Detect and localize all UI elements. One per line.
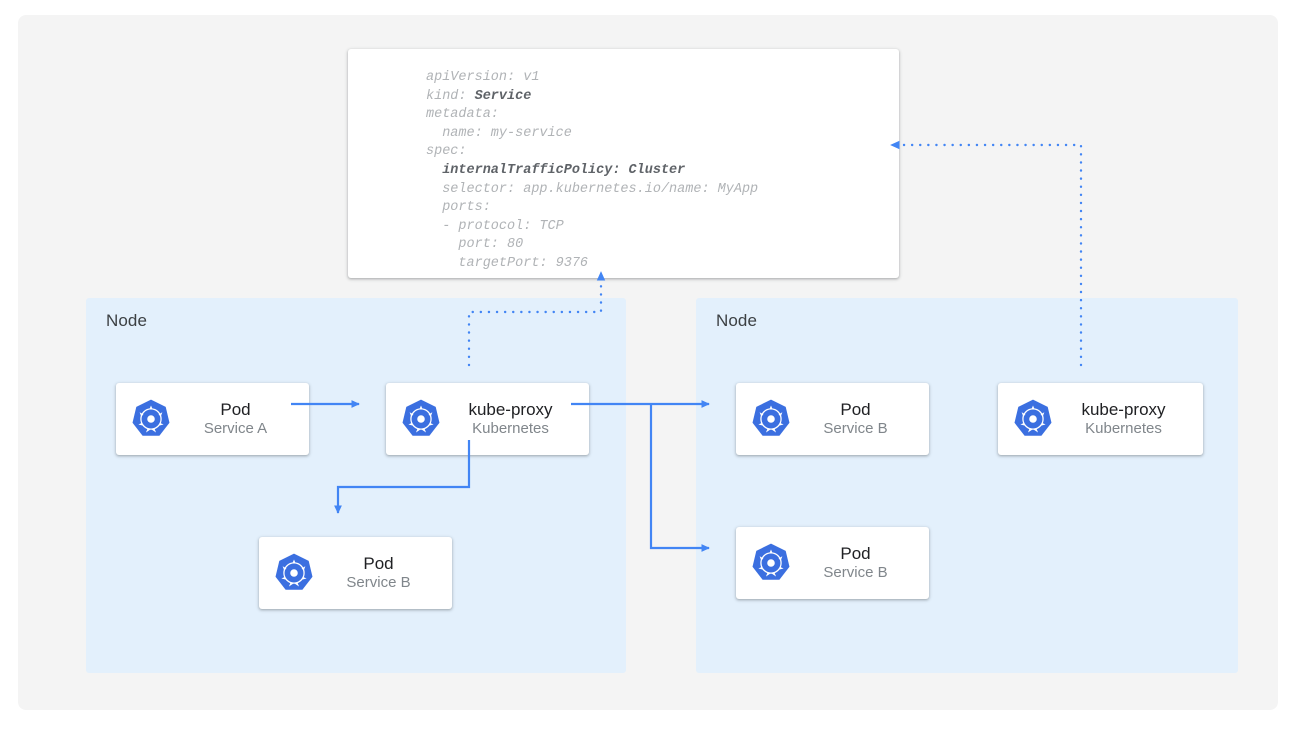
service-manifest-card: apiVersion: v1 kind: Service metadata: n… <box>348 49 899 278</box>
card-pod-service-b-right-2[interactable]: Pod Service B <box>736 527 929 599</box>
card-title: Pod <box>363 554 394 574</box>
card-pod-service-a[interactable]: Pod Service A <box>116 383 309 455</box>
kubernetes-logo-icon <box>750 542 792 584</box>
service-manifest-code: apiVersion: v1 kind: Service metadata: n… <box>426 70 759 271</box>
card-pod-service-b-right-1[interactable]: Pod Service B <box>736 383 929 455</box>
card-subtitle: Service B <box>346 574 411 592</box>
card-kube-proxy-right[interactable]: kube-proxy Kubernetes <box>998 383 1203 455</box>
card-title: Pod <box>220 400 251 420</box>
node-label-left: Node <box>106 311 148 330</box>
card-title: kube-proxy <box>1081 400 1166 420</box>
card-text: Pod Service B <box>792 543 929 583</box>
card-subtitle: Kubernetes <box>1085 420 1162 438</box>
card-kube-proxy-left[interactable]: kube-proxy Kubernetes <box>386 383 589 455</box>
kubernetes-logo-icon <box>273 552 315 594</box>
card-text: kube-proxy Kubernetes <box>1054 399 1203 439</box>
kubernetes-logo-icon <box>400 398 442 440</box>
card-text: kube-proxy Kubernetes <box>442 399 589 439</box>
card-subtitle: Kubernetes <box>472 420 549 438</box>
diagram-canvas: Node Node apiVersion: v1 kind: Service m… <box>18 15 1278 710</box>
kubernetes-logo-icon <box>750 398 792 440</box>
kubernetes-logo-icon <box>1012 398 1054 440</box>
node-container-left: Node <box>86 298 626 673</box>
card-subtitle: Service B <box>823 420 888 438</box>
card-subtitle: Service A <box>203 420 268 438</box>
card-title: Pod <box>840 544 871 564</box>
card-text: Pod Service A <box>172 399 309 439</box>
card-text: Pod Service B <box>315 553 452 593</box>
kubernetes-logo-icon <box>130 398 172 440</box>
card-subtitle: Service B <box>823 564 888 582</box>
node-container-right: Node <box>696 298 1238 673</box>
card-title: kube-proxy <box>468 400 553 420</box>
card-title: Pod <box>840 400 871 420</box>
card-pod-service-b-left[interactable]: Pod Service B <box>259 537 452 609</box>
node-label-right: Node <box>716 311 758 330</box>
card-text: Pod Service B <box>792 399 929 439</box>
